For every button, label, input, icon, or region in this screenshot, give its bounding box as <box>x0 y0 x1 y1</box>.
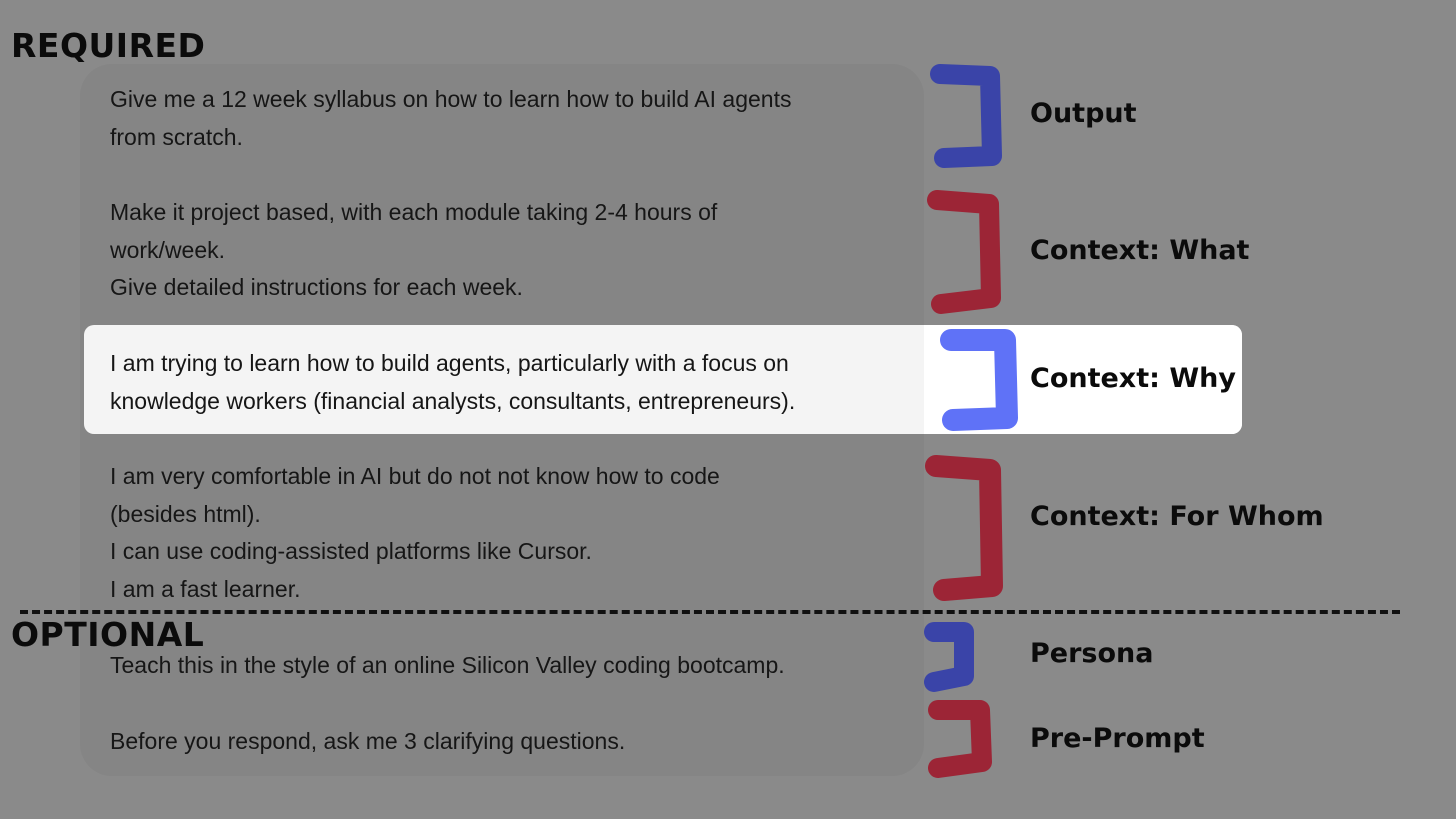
bracket-icon-context-why <box>940 329 1018 431</box>
prompt-text-context-for-whom: I am very comfortable in AI but do not n… <box>110 463 720 602</box>
prompt-text-persona: Teach this in the style of an online Sil… <box>110 652 785 678</box>
prompt-text-pre-prompt: Before you respond, ask me 3 clarifying … <box>110 728 626 754</box>
bracket-icon-context-for-whom <box>925 455 1003 601</box>
bracket-icon-pre-prompt <box>928 700 992 778</box>
prompt-text-context-what: Make it project based, with each module … <box>110 199 718 300</box>
tag-context-what: Context: What <box>1030 235 1250 266</box>
tag-context-for-whom: Context: For Whom <box>1030 501 1324 532</box>
bracket-icon-persona <box>924 622 974 692</box>
prompt-text-output: Give me a 12 week syllabus on how to lea… <box>110 86 792 150</box>
bracket-icon-context-what <box>927 190 1001 314</box>
tag-context-why: Context: Why <box>1030 363 1236 394</box>
tag-output: Output <box>1030 98 1137 129</box>
required-section-label: REQUIRED <box>11 26 206 65</box>
optional-section-label: OPTIONAL <box>11 615 205 654</box>
tag-persona: Persona <box>1030 638 1154 669</box>
highlight-box-context-why <box>84 325 1242 434</box>
prompt-text-context-why: I am trying to learn how to build agents… <box>110 350 796 414</box>
section-divider <box>20 610 1400 614</box>
bracket-icon-output <box>930 64 1002 168</box>
tag-pre-prompt: Pre-Prompt <box>1030 723 1205 754</box>
